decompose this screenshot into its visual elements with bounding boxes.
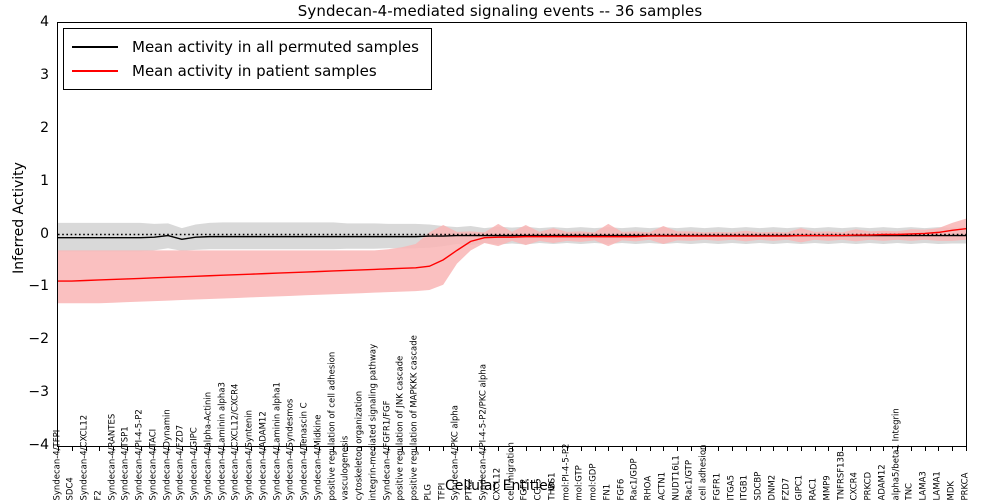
x-tick-mark — [443, 447, 445, 451]
x-tick-mark — [732, 447, 734, 451]
x-tick-mark — [374, 447, 376, 451]
x-tick-mark — [952, 447, 954, 451]
x-axis-label: Cellular Entities — [444, 478, 556, 494]
x-tick-mark — [154, 447, 156, 451]
plot-clip — [58, 23, 966, 446]
x-tick-mark — [897, 447, 899, 451]
x-tick-mark — [195, 447, 197, 451]
x-tick-mark — [113, 447, 115, 451]
x-tick-mark — [85, 447, 87, 451]
x-tick-mark — [608, 447, 610, 451]
x-tick-mark — [567, 447, 569, 451]
legend-entry-patient: Mean activity in patient samples — [72, 59, 419, 83]
x-tick-mark — [264, 447, 266, 451]
y-tick-label: 4 — [40, 14, 49, 30]
x-tick-mark — [429, 447, 431, 451]
x-tick-mark — [869, 447, 871, 451]
x-tick-mark — [71, 447, 73, 451]
x-tick-mark — [580, 447, 582, 451]
x-tick-mark — [787, 447, 789, 451]
x-tick-mark — [250, 447, 252, 451]
x-tick-mark — [842, 447, 844, 451]
x-tick-mark — [305, 447, 307, 451]
legend-label-permuted: Mean activity in all permuted samples — [132, 38, 419, 56]
x-tick-mark — [745, 447, 747, 451]
y-tick-label: −3 — [28, 384, 49, 401]
x-tick-mark — [539, 447, 541, 451]
x-tick-mark — [140, 447, 142, 451]
x-tick-mark — [773, 447, 775, 451]
x-tick-mark — [525, 447, 527, 451]
x-tick-mark — [209, 447, 211, 451]
chart-canvas — [58, 218, 966, 304]
x-tick-mark — [360, 447, 362, 451]
x-tick-mark — [168, 447, 170, 451]
x-tick-mark — [622, 447, 624, 451]
chart-title: Syndecan-4-mediated signaling events -- … — [297, 2, 703, 20]
x-tick-mark — [718, 447, 720, 451]
x-tick-mark — [236, 447, 238, 451]
x-tick-mark — [415, 447, 417, 451]
x-tick-mark — [333, 447, 335, 451]
x-tick-mark — [910, 447, 912, 451]
legend-swatch-black-line — [72, 46, 118, 48]
x-tick-label: integrin-mediated signaling pathway — [368, 343, 379, 500]
x-tick-mark — [181, 447, 183, 451]
y-tick-label: −4 — [28, 437, 49, 453]
plot-area — [57, 22, 967, 447]
y-tick-label: 2 — [40, 119, 49, 136]
x-tick-mark — [470, 447, 472, 451]
x-tick-mark — [594, 447, 596, 451]
y-tick-label: −1 — [28, 278, 49, 295]
x-tick-mark — [346, 447, 348, 451]
x-tick-mark — [456, 447, 458, 451]
x-tick-mark — [677, 447, 679, 451]
legend-entry-permuted: Mean activity in all permuted samples — [72, 35, 419, 59]
legend-swatch-red-line — [72, 70, 118, 72]
y-tick-label: 0 — [40, 225, 49, 242]
x-tick-mark — [126, 447, 128, 451]
x-tick-mark — [99, 447, 101, 451]
x-tick-mark — [828, 447, 830, 451]
y-tick-label: −2 — [28, 331, 49, 348]
x-tick-mark — [388, 447, 390, 451]
x-tick-mark — [883, 447, 885, 451]
x-tick-mark — [649, 447, 651, 451]
x-tick-mark — [966, 447, 967, 451]
chart-legend: Mean activity in all permuted samples Me… — [63, 28, 432, 90]
x-tick-mark — [58, 447, 59, 451]
x-tick-mark — [855, 447, 857, 451]
x-tick-mark — [319, 447, 321, 451]
y-tick-label: 1 — [40, 172, 49, 189]
x-tick-mark — [498, 447, 500, 451]
legend-label-patient: Mean activity in patient samples — [132, 62, 377, 80]
x-tick-mark — [278, 447, 280, 451]
y-tick-label: 3 — [40, 66, 49, 83]
x-tick-mark — [704, 447, 706, 451]
x-tick-mark — [814, 447, 816, 451]
x-tick-mark — [512, 447, 513, 451]
x-tick-mark — [690, 447, 692, 451]
x-tick-mark — [938, 447, 940, 451]
x-tick-mark — [484, 447, 486, 451]
x-tick-mark — [223, 447, 225, 451]
x-tick-mark — [663, 447, 665, 451]
x-tick-mark — [800, 447, 802, 451]
x-tick-mark — [924, 447, 926, 451]
x-tick-mark — [291, 447, 293, 451]
x-tick-label: positive regulation of MAPKKK cascade — [409, 334, 420, 500]
x-tick-mark — [759, 447, 761, 451]
x-tick-mark — [635, 447, 637, 451]
x-tick-mark — [553, 447, 555, 451]
x-tick-mark — [401, 447, 403, 451]
